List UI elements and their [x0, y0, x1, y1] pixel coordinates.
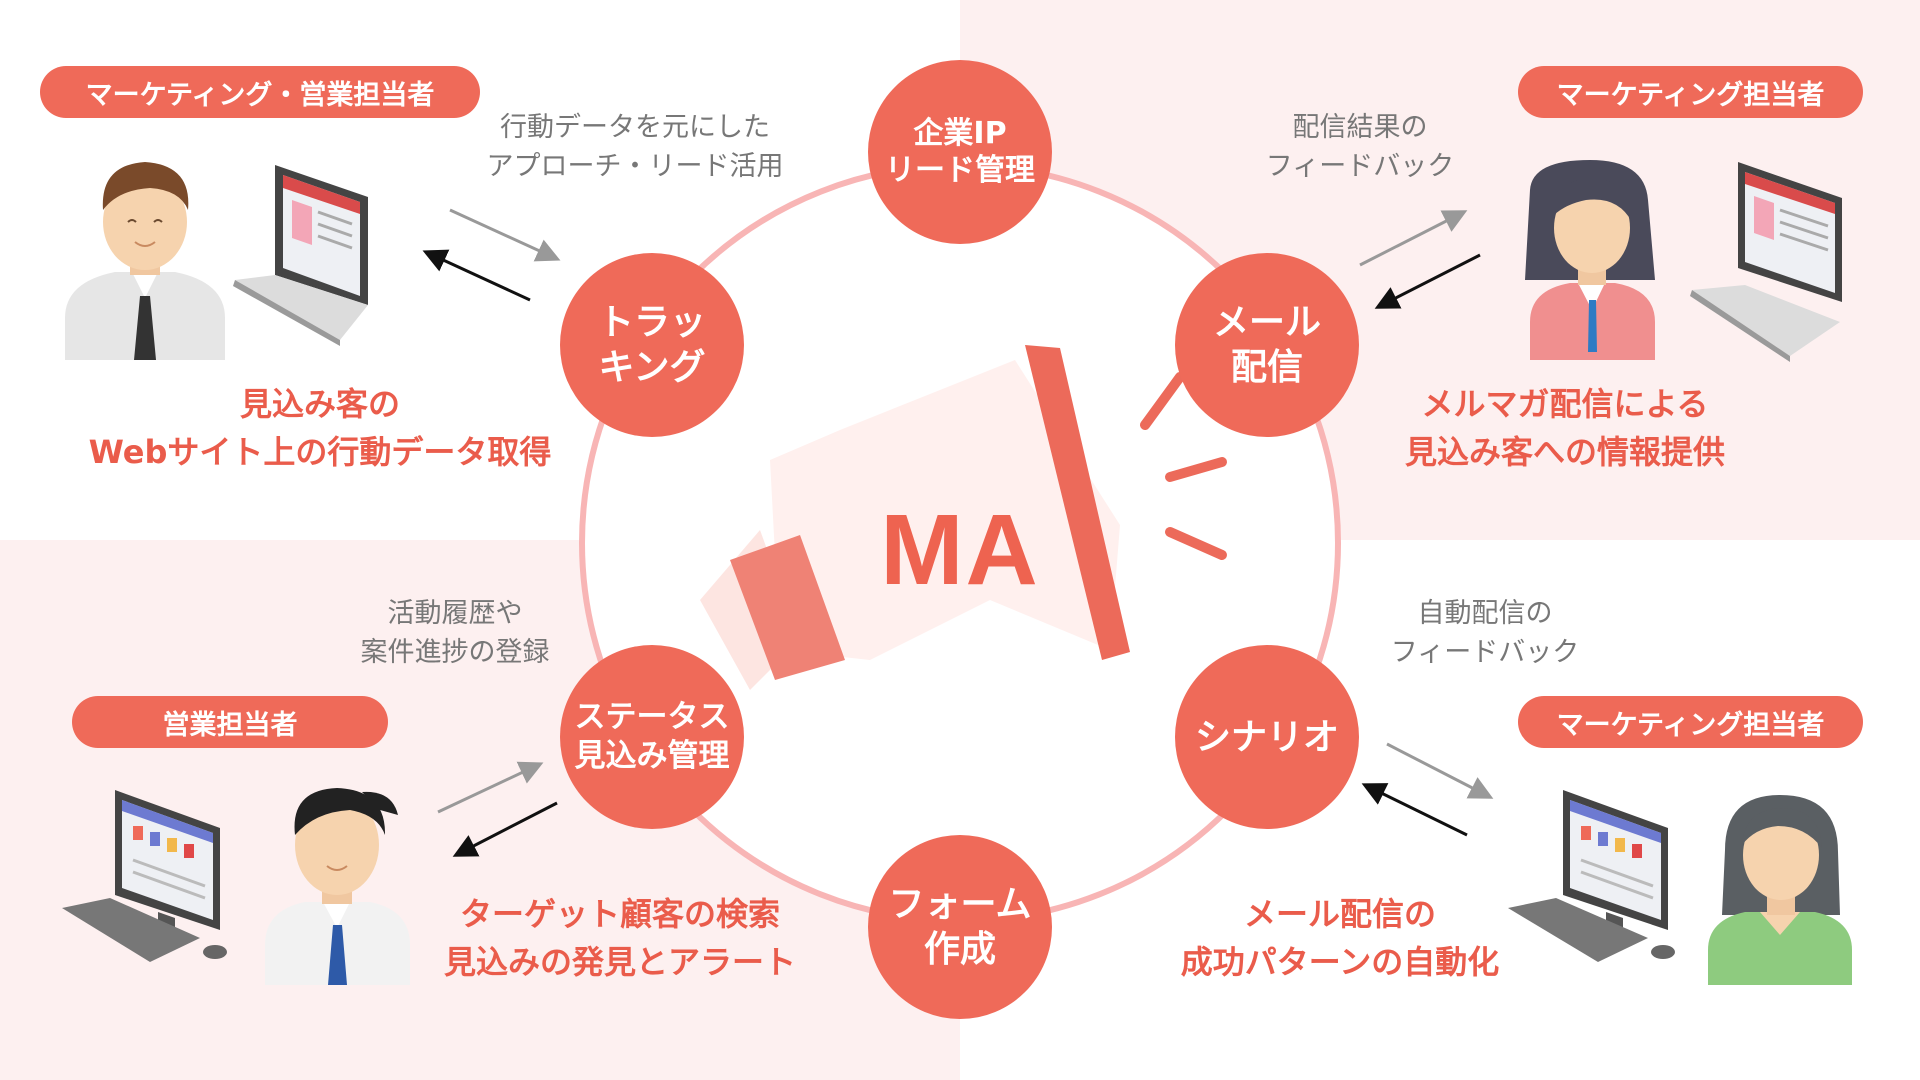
node-form-creation[interactable]: フォーム 作成	[868, 835, 1052, 1019]
description-top-right: メルマガ配信による 見込み客への情報提供	[1340, 380, 1790, 476]
node-tracking-line-2: キング	[598, 347, 706, 388]
node-status-management[interactable]: ステータス 見込み管理	[560, 645, 744, 829]
node-mail-delivery[interactable]: メール 配信	[1175, 253, 1359, 437]
node-scenario[interactable]: シナリオ	[1175, 645, 1359, 829]
desktop-computer-icon-left	[62, 790, 227, 962]
flow-label-top-left: 行動データを元にした アプローチ・リード活用	[460, 108, 810, 186]
node-tracking-line-1: トラッ	[597, 302, 706, 343]
description-bottom-right-line-1: メール配信の	[1243, 895, 1436, 933]
flow-label-bottom-right-line-1: 自動配信の	[1417, 598, 1553, 629]
flow-label-bottom-left: 活動履歴や 案件進捗の登録	[320, 594, 590, 672]
flow-label-bottom-right-line-2: フィードバック	[1390, 637, 1580, 669]
flow-label-bottom-left-line-2: 案件進捗の登録	[360, 637, 550, 669]
flow-label-top-right: 配信結果の フィードバック	[1230, 108, 1490, 186]
description-top-right-line-1: メルマガ配信による	[1421, 385, 1709, 423]
description-top-left-line-2: Webサイト上の行動データ取得	[88, 433, 552, 471]
flow-label-bottom-right: 自動配信の フィードバック	[1355, 594, 1615, 672]
description-bottom-left-line-2: 見込みの発見とアラート	[443, 943, 796, 981]
flow-label-top-right-line-2: フィードバック	[1265, 151, 1455, 183]
role-badge-marketing-top: マーケティング担当者	[1518, 66, 1863, 118]
flow-label-top-left-line-1: 行動データを元にした	[500, 112, 770, 143]
node-scenario-line-1: シナリオ	[1194, 716, 1339, 758]
arrow-pair-top-right	[1359, 210, 1481, 309]
node-form-line-1: フォーム	[888, 884, 1032, 925]
node-lead-line-1: 企業IP	[913, 115, 1007, 151]
megaphone-icon	[700, 345, 1227, 690]
description-top-left: 見込み客の Webサイト上の行動データ取得	[40, 380, 600, 476]
arrow-pair-top-left	[422, 208, 561, 302]
node-tracking[interactable]: トラッ キング	[560, 253, 744, 437]
desktop-computer-icon-right	[1508, 790, 1675, 962]
node-mail-line-2: 配信	[1230, 347, 1303, 388]
node-mail-line-1: メール	[1212, 302, 1321, 343]
role-badge-marketing-bottom: マーケティング担当者	[1518, 696, 1863, 748]
node-form-line-2: 作成	[923, 929, 996, 970]
arrow-pair-bottom-left	[437, 761, 558, 857]
role-badge-sales: 営業担当者	[72, 696, 388, 748]
description-bottom-right: メール配信の 成功パターンの自動化	[1130, 890, 1550, 986]
flow-label-top-left-line-2: アプローチ・リード活用	[486, 151, 784, 183]
flow-label-top-right-line-1: 配信結果の	[1292, 112, 1428, 143]
center-label: MA	[880, 493, 1040, 606]
person-marketing-sales-icon	[65, 162, 225, 360]
person-sales-icon	[265, 788, 410, 985]
laptop-icon	[233, 165, 368, 346]
description-top-left-line-1: 見込み客の	[239, 385, 400, 423]
arrow-pair-bottom-right	[1361, 742, 1494, 837]
node-lead-line-2: リード管理	[885, 153, 1035, 188]
description-top-right-line-2: 見込み客への情報提供	[1404, 433, 1725, 471]
node-lead-management[interactable]: 企業IP リード管理	[868, 60, 1052, 244]
flow-label-bottom-left-line-1: 活動履歴や	[387, 598, 523, 629]
desktop-computer-icon	[1690, 162, 1842, 362]
description-bottom-left-line-1: ターゲット顧客の検索	[459, 895, 780, 933]
description-bottom-right-line-2: 成功パターンの自動化	[1180, 943, 1500, 981]
node-status-line-2: 見込み管理	[574, 738, 730, 774]
person-marketing-woman-icon-2	[1708, 795, 1852, 985]
role-badge-marketing-sales: マーケティング・営業担当者	[40, 66, 480, 118]
person-marketing-woman-icon	[1525, 160, 1655, 360]
description-bottom-left: ターゲット顧客の検索 見込みの発見とアラート	[410, 890, 830, 986]
node-status-line-1: ステータス	[574, 699, 730, 736]
